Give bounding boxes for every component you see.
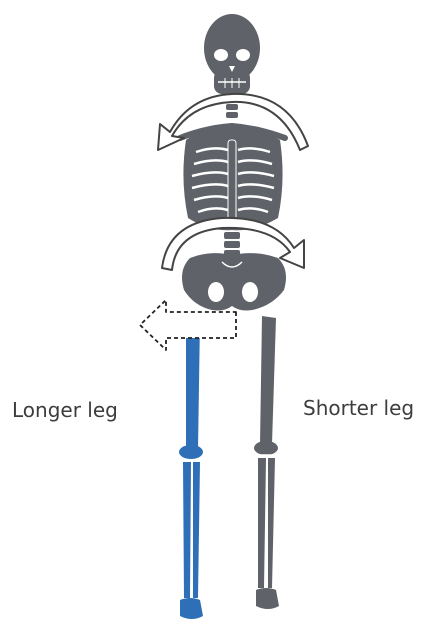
ribcage [183, 128, 282, 231]
skull [204, 14, 260, 94]
shorter-leg-label: Shorter leg [303, 396, 414, 420]
shorter-leg-bones [254, 316, 280, 609]
longer-leg-bones [179, 318, 204, 619]
longer-leg-label: Longer leg [12, 398, 118, 422]
pelvis [182, 253, 286, 310]
lumbar-spine [224, 232, 240, 257]
